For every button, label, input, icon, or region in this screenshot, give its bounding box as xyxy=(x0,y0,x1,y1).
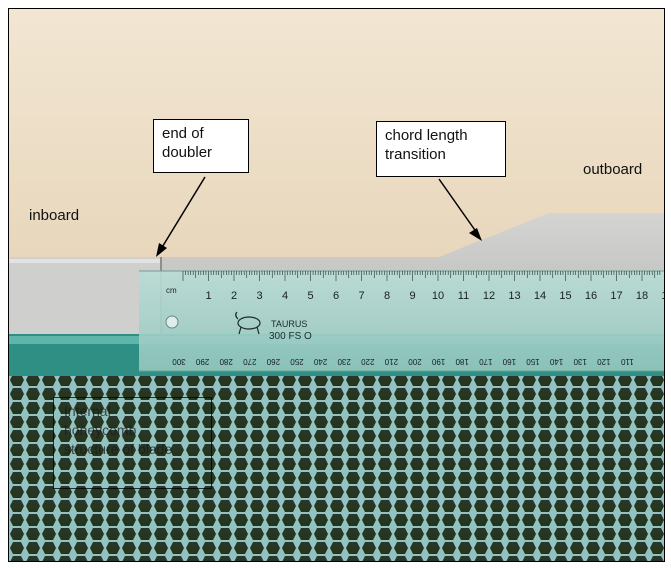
ruler-bottom-label: 160 xyxy=(502,357,516,366)
ruler-top-label: 15 xyxy=(559,290,571,302)
outboard-label: outboard xyxy=(583,161,643,178)
end-of-doubler-callout: end of doubler xyxy=(153,119,249,173)
ruler-bottom-label: 210 xyxy=(384,357,398,366)
ruler-top-label: 7 xyxy=(358,290,364,302)
ruler-top-label: 13 xyxy=(508,290,520,302)
ruler-bottom-label: 230 xyxy=(337,357,351,366)
ruler-top-label: 14 xyxy=(534,290,546,302)
ruler-top-label: 10 xyxy=(432,290,444,302)
blade-inboard xyxy=(9,257,161,339)
ruler-unit: cm xyxy=(166,286,177,295)
ruler-top-label: 6 xyxy=(333,290,339,302)
honeycomb-core xyxy=(9,376,664,561)
honeycomb-callout: Internal honeycomb structure of blade xyxy=(53,397,212,489)
ruler-bottom-label: 140 xyxy=(549,357,563,366)
ruler-brand: TAURUS xyxy=(271,319,307,329)
ruler-top-label: 19 xyxy=(661,290,664,302)
ruler-top-label: 12 xyxy=(483,290,495,302)
ruler-top-label: 16 xyxy=(585,290,597,302)
ruler-bottom-label: 150 xyxy=(526,357,540,366)
ruler-bottom-label: 260 xyxy=(266,357,280,366)
ruler-bottom-label: 200 xyxy=(408,357,422,366)
blade-photo: 12345678910111213141516171819 3002902802… xyxy=(9,9,664,561)
ruler-bottom-label: 240 xyxy=(313,357,327,366)
ruler-bottom-label: 130 xyxy=(573,357,587,366)
arrow-end-of-doubler xyxy=(156,176,206,257)
ruler-top-label: 8 xyxy=(384,290,390,302)
ruler: 12345678910111213141516171819 3002902802… xyxy=(139,270,664,372)
ruler-top-label: 18 xyxy=(636,290,648,302)
ruler-top-label: 17 xyxy=(610,290,622,302)
chord-transition-callout: chord length transition xyxy=(376,121,506,177)
ruler-bottom-label: 290 xyxy=(195,357,209,366)
ruler-bottom-label: 220 xyxy=(361,357,375,366)
arrow-chord-transition xyxy=(438,178,482,241)
ruler-bottom-label: 180 xyxy=(455,357,469,366)
ruler-bottom-label: 120 xyxy=(597,357,611,366)
photo-frame: 12345678910111213141516171819 3002902802… xyxy=(8,8,665,562)
ruler-top-label: 3 xyxy=(256,290,262,302)
ruler-bottom-label: 190 xyxy=(431,357,445,366)
ruler-model: 300 FS O xyxy=(269,331,312,342)
ruler-bottom-label: 270 xyxy=(243,357,257,366)
ruler-bottom-label: 300 xyxy=(172,357,186,366)
ruler-bottom-label: 170 xyxy=(479,357,493,366)
ruler-top-label: 11 xyxy=(458,290,469,302)
ruler-top-label: 2 xyxy=(231,290,237,302)
ruler-bottom-label: 110 xyxy=(620,357,633,366)
ruler-top-label: 1 xyxy=(205,290,211,302)
inboard-label: inboard xyxy=(29,207,80,224)
ruler-top-label: 4 xyxy=(282,290,288,302)
ruler-bottom-label: 280 xyxy=(219,357,233,366)
taurus-logo xyxy=(235,311,261,335)
ruler-bottom-label: 250 xyxy=(290,357,304,366)
ruler-top-label: 9 xyxy=(409,290,415,302)
ruler-top-label: 5 xyxy=(307,290,313,302)
